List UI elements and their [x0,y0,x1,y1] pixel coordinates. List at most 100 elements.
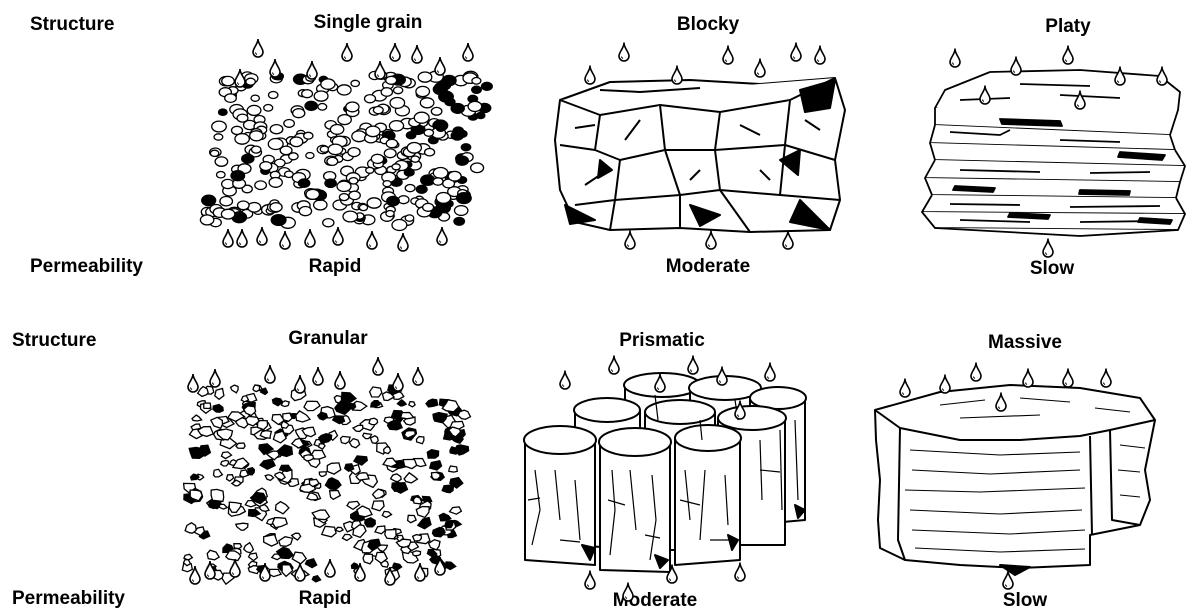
soil-particle [471,163,484,173]
soil-particle [433,178,443,185]
soil-particle [321,79,335,89]
soil-particle [430,461,442,470]
water-drop-icon [280,231,290,249]
soil-particle [320,146,328,152]
water-drop-icon [1157,67,1167,85]
soil-particle [458,130,467,137]
soil-particle [416,86,430,96]
soil-particle [416,185,427,193]
soil-particle [299,207,311,216]
soil-particle [217,172,226,178]
soil-particle [202,195,216,205]
water-drop-icon [900,379,910,397]
soil-particle [417,437,424,444]
water-drop-icon [188,374,198,392]
water-drop-icon [1063,369,1073,387]
soil-particle [207,550,219,560]
soil-particle [456,156,468,165]
soil-particle [343,211,358,222]
water-drop-icon [223,229,233,247]
water-drop-icon [253,39,263,57]
water-drop-icon [717,367,727,385]
soil-particle [270,125,283,134]
soil-particle [231,385,239,393]
soil-particle [318,412,328,420]
water-drop-icon [367,231,377,249]
soil-particle [269,92,278,99]
soil-particle [436,125,445,132]
blocky-illustration [555,43,845,249]
soil-particle [198,387,209,397]
soil-particle [339,194,348,201]
soil-particle [261,388,268,394]
soil-particle [248,468,255,475]
soil-particle [451,104,464,114]
soil-particle [220,197,233,206]
soil-particle [322,526,336,537]
soil-particle [192,415,202,421]
water-drop-icon [1023,369,1033,387]
soil-particle [276,502,289,514]
soil-particle [366,126,380,137]
soil-particle [342,534,352,540]
soil-particle [386,76,397,84]
soil-particle [284,120,295,128]
soil-particle [455,206,468,216]
soil-particle [436,193,450,204]
soil-particle [407,143,421,154]
soil-particle [219,504,227,509]
water-drop-icon [325,559,335,577]
soil-particle [409,402,415,407]
soil-particle [413,535,422,541]
soil-particle [189,447,206,458]
single-grain-illustration [200,39,492,251]
soil-particle [426,399,438,407]
water-drop-icon [585,571,595,589]
water-drop-icon [560,371,570,389]
soil-particle [457,193,472,204]
soil-particle [413,551,421,556]
soil-particle [425,149,435,156]
soil-particle [236,523,248,530]
soil-particle [424,129,433,136]
water-drop-icon [270,59,280,77]
soil-particle [319,434,332,443]
soil-particle [268,139,283,150]
soil-particle [472,78,481,85]
soil-particle [314,200,327,210]
soil-particle [241,396,248,402]
soil-particle [373,107,383,114]
water-drop-icon [940,375,950,393]
water-drop-icon [313,367,323,385]
massive-illustration [875,363,1155,589]
water-drop-icon [237,229,247,247]
water-drop-icon [723,46,733,64]
water-drop-icon [623,583,633,601]
water-drop-icon [585,66,595,84]
water-drop-icon [398,233,408,251]
soil-particle [335,401,350,414]
water-drop-icon [295,375,305,393]
soil-particle [273,518,288,528]
water-drop-icon [706,231,716,249]
soil-particle [269,178,282,188]
soil-particle [211,417,223,428]
soil-particle [365,518,376,527]
soil-particle [328,144,342,155]
soil-particle [341,436,351,443]
soil-particle [252,146,261,153]
soil-particle [215,389,224,400]
soil-particle [260,459,275,469]
soil-particle [282,565,293,577]
water-drop-icon [755,59,765,77]
soil-particle [370,387,382,397]
soil-particle [305,559,316,568]
soil-particle [221,452,231,459]
soil-particle [255,181,267,190]
soil-particle [244,543,254,553]
soil-particle [371,154,383,163]
soil-particle [454,217,465,225]
soil-particle [222,76,235,85]
soil-particle [418,518,431,529]
soil-particle [351,563,358,569]
